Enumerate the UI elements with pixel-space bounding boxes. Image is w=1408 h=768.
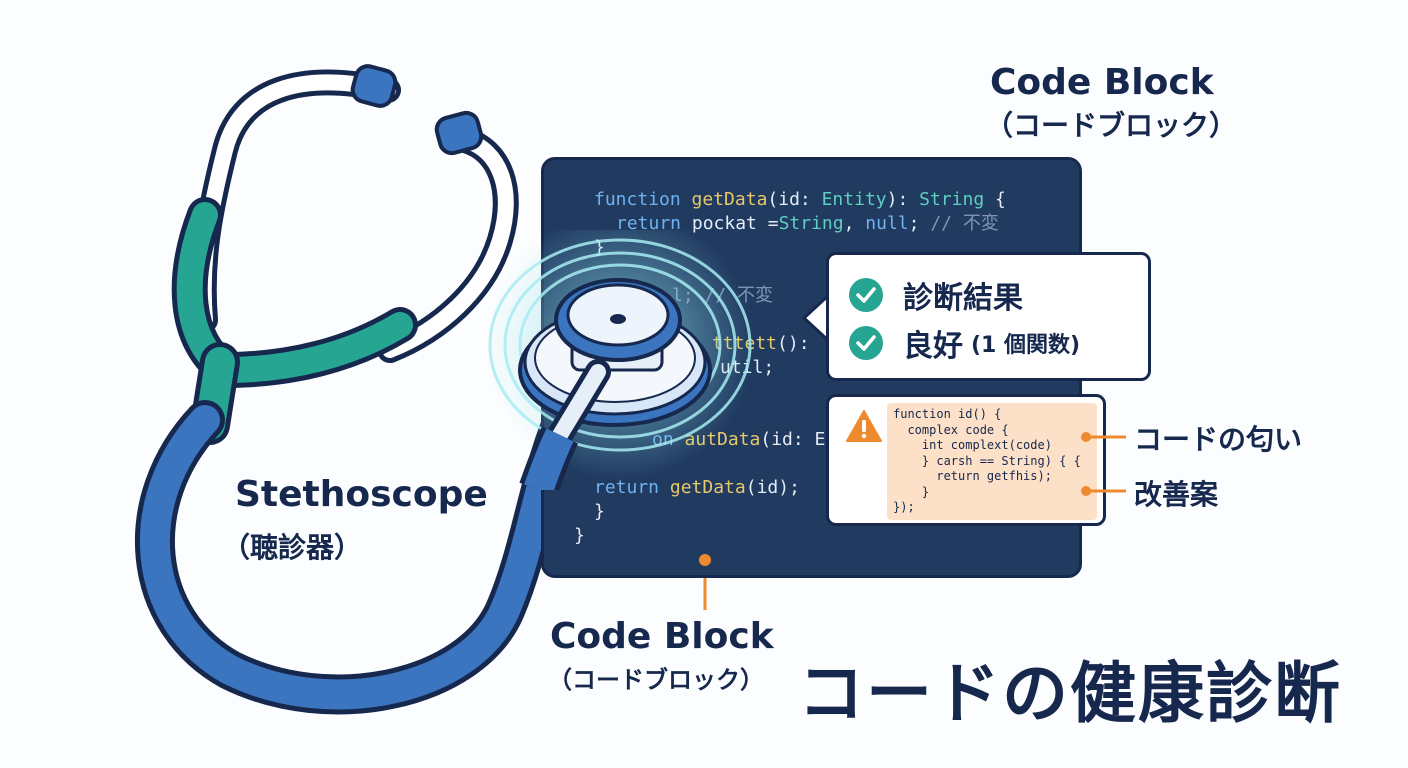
- code-block-top-sublabel: （コードブロック）: [985, 109, 1238, 142]
- code-block-top-label: Code Block: [990, 62, 1214, 103]
- code-line-2: return pockat =String, null; // 不変: [616, 213, 999, 234]
- check-circle-icon: [849, 278, 883, 312]
- diagnosis-result-text: 診断結果: [903, 281, 1023, 316]
- smell-line-1: function id() {: [893, 407, 1002, 421]
- callout-connectors: [1081, 432, 1126, 496]
- smell-line-3: int complext(code): [893, 438, 1052, 452]
- code-block-bottom-sublabel: （コードブロック）: [548, 666, 764, 694]
- main-tube: [135, 375, 595, 715]
- code-line-1: function getData(id: Entity): String {: [594, 189, 1006, 210]
- code-smell-label: コードの匂い: [1134, 423, 1303, 456]
- code-line-10: }: [574, 525, 585, 546]
- chest-piece: [485, 230, 755, 490]
- check-circle-icon: [849, 326, 883, 360]
- diagnosis-good-text: 良好: [903, 329, 963, 364]
- teal-yoke: [171, 197, 418, 445]
- stethoscope-label: Stethoscope: [235, 474, 488, 515]
- connector-dot: [699, 554, 711, 566]
- smell-line-5: return getfhis);: [893, 469, 1052, 483]
- smell-line-4: } carsh == String) { {: [893, 453, 1081, 468]
- code-line-8: return getData(id);: [594, 477, 800, 498]
- smell-code-snippet: function id() { complex code { int compl…: [887, 403, 1097, 520]
- code-smell-box: function id() { complex code { int compl…: [826, 394, 1106, 526]
- diagnosis-row-result: 診断結果: [849, 273, 1023, 317]
- diagnosis-result-box: 診断結果 良好 (1 個関数): [826, 252, 1151, 381]
- diagnosis-good-detail: (1 個関数): [971, 333, 1081, 358]
- code-block-bottom-label: Code Block: [550, 616, 774, 657]
- main-title: コードの健康診断: [798, 655, 1342, 732]
- warning-triangle-icon: [846, 410, 882, 442]
- improvement-label: 改善案: [1134, 478, 1219, 511]
- smell-line-6: }: [893, 484, 930, 499]
- code-line-9: }: [594, 501, 605, 522]
- stethoscope-sublabel: （聴診器）: [222, 531, 363, 564]
- smell-line-2: complex code {: [893, 422, 1009, 437]
- ear-tips: [350, 64, 484, 156]
- smell-line-7: });: [893, 500, 915, 514]
- diagnosis-row-good: 良好 (1 個関数): [849, 321, 1080, 365]
